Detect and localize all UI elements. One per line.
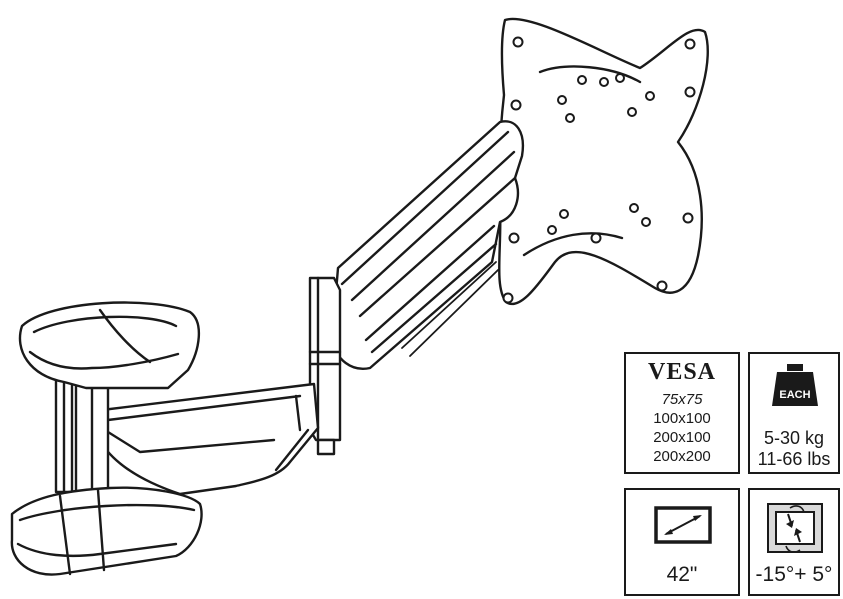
weight-range-lbs: 11-66 lbs xyxy=(757,449,831,469)
vesa-size: 100x100 xyxy=(653,410,711,427)
tilt-icon xyxy=(767,503,823,553)
vesa-size-list: 75x75 100x100 200x100 200x200 xyxy=(626,390,738,466)
wall-bracket xyxy=(10,301,203,576)
vesa-size: 200x100 xyxy=(653,429,711,446)
vesa-size: 75x75 xyxy=(661,391,703,408)
screen-size-value: 42" xyxy=(666,563,698,586)
weight-spec-box: EACH 5-30 kg 11-66 lbs xyxy=(748,352,840,474)
weight-range-kg: 5-30 kg xyxy=(763,428,825,448)
weight-badge-label: EACH xyxy=(779,389,810,401)
vesa-plate xyxy=(498,17,709,306)
screen-size-spec-box: 42" xyxy=(624,488,740,596)
vesa-title: VESA xyxy=(647,359,717,385)
pivot-column xyxy=(308,276,342,456)
tilt-range-value: -15°+ 5° xyxy=(755,563,833,586)
vesa-size: 200x200 xyxy=(653,448,711,465)
weight-icon: EACH xyxy=(772,364,818,406)
screen-diagonal-icon xyxy=(654,506,712,544)
tilt-spec-box: -15°+ 5° xyxy=(748,488,840,596)
vesa-spec-box: VESA 75x75 100x100 200x100 200x200 xyxy=(624,352,740,474)
upper-arm xyxy=(330,120,525,370)
lower-arm xyxy=(100,382,320,496)
